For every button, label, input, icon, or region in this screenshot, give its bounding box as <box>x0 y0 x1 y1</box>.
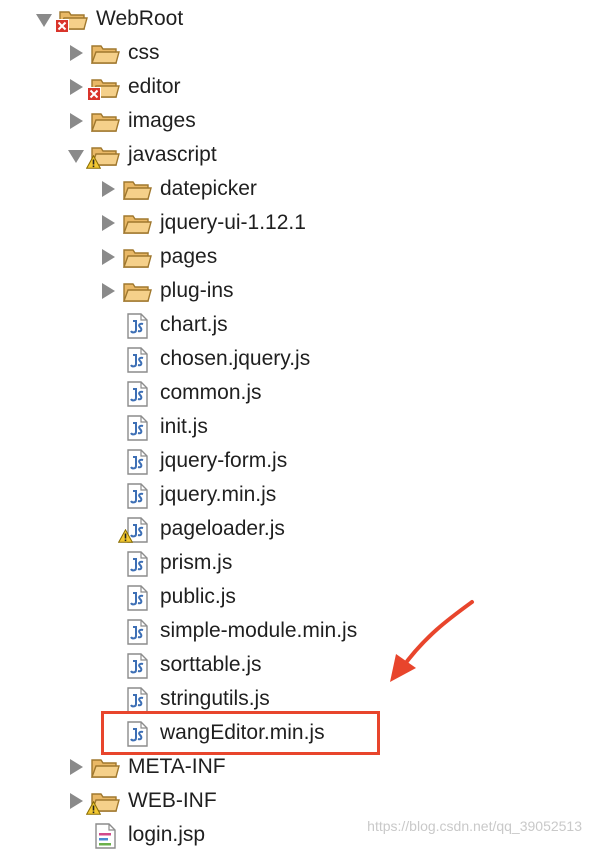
highlight-box <box>101 711 380 755</box>
folder-icon <box>90 109 120 135</box>
tree-item-chosen-jquery-js[interactable]: chosen.jquery.js <box>0 342 592 376</box>
tree-item-label: jquery-ui-1.12.1 <box>160 211 306 234</box>
folder-icon <box>122 211 152 237</box>
collapsed-arrow-icon[interactable] <box>70 759 83 775</box>
tree-item-sorttable-js[interactable]: sorttable.js <box>0 648 592 682</box>
tree-item-label: datepicker <box>160 177 257 200</box>
folder-icon <box>90 755 120 781</box>
tree-item-label: css <box>128 41 160 64</box>
folder-icon <box>86 789 120 815</box>
tree-item-prism-js[interactable]: prism.js <box>0 546 592 580</box>
tree-item-label: chosen.jquery.js <box>160 347 311 370</box>
tree-item-webroot[interactable]: WebRoot <box>0 2 592 36</box>
tree-item-pages[interactable]: pages <box>0 240 592 274</box>
tree-item-chart-js[interactable]: chart.js <box>0 308 592 342</box>
folder-icon <box>122 245 152 271</box>
js-file-icon <box>118 517 152 543</box>
jsp-file-icon <box>90 823 120 849</box>
tree-item-label: WebRoot <box>96 7 184 30</box>
tree-item-editor[interactable]: editor <box>0 70 592 104</box>
collapsed-arrow-icon[interactable] <box>70 793 83 809</box>
js-file-icon <box>122 653 152 679</box>
tree-item-meta-inf[interactable]: META-INF <box>0 750 592 784</box>
tree-item-label: sorttable.js <box>160 653 262 676</box>
tree-item-images[interactable]: images <box>0 104 592 138</box>
js-file-icon <box>122 619 152 645</box>
js-file-icon <box>122 585 152 611</box>
folder-icon <box>122 177 152 203</box>
tree-item-label: editor <box>128 75 181 98</box>
watermark-text: https://blog.csdn.net/qq_39052513 <box>367 818 582 834</box>
expanded-arrow-icon[interactable] <box>36 14 52 27</box>
tree-item-javascript[interactable]: javascript <box>0 138 592 172</box>
tree-item-init-js[interactable]: init.js <box>0 410 592 444</box>
tree-item-label: init.js <box>160 415 208 438</box>
tree-item-label: chart.js <box>160 313 228 336</box>
annotation-arrow-icon <box>390 600 474 682</box>
tree-item-label: common.js <box>160 381 262 404</box>
collapsed-arrow-icon[interactable] <box>102 283 115 299</box>
js-file-icon <box>122 687 152 713</box>
tree-item-label: simple-module.min.js <box>160 619 358 642</box>
js-file-icon <box>122 721 152 747</box>
tree-item-label: images <box>128 109 196 132</box>
tree-item-label: wangEditor.min.js <box>160 721 325 744</box>
collapsed-arrow-icon[interactable] <box>102 249 115 265</box>
js-file-icon <box>122 415 152 441</box>
tree-item-wangeditor-min-js[interactable]: wangEditor.min.js <box>0 716 592 750</box>
tree-item-label: WEB-INF <box>128 789 217 812</box>
tree-item-label: plug-ins <box>160 279 234 302</box>
tree-item-label: pageloader.js <box>160 517 285 540</box>
tree-item-label: prism.js <box>160 551 233 574</box>
tree-item-plug-ins[interactable]: plug-ins <box>0 274 592 308</box>
tree-item-label: pages <box>160 245 218 268</box>
project-folder-icon <box>55 7 88 33</box>
tree-item-pageloader-js[interactable]: pageloader.js <box>0 512 592 546</box>
tree-item-label: stringutils.js <box>160 687 270 710</box>
tree-item-css[interactable]: css <box>0 36 592 70</box>
collapsed-arrow-icon[interactable] <box>102 215 115 231</box>
js-file-icon <box>122 313 152 339</box>
tree-item-label: login.jsp <box>128 823 206 846</box>
js-file-icon <box>122 551 152 577</box>
tree-item-simple-module-min-js[interactable]: simple-module.min.js <box>0 614 592 648</box>
tree-item-web-inf[interactable]: WEB-INF <box>0 784 592 818</box>
tree-item-common-js[interactable]: common.js <box>0 376 592 410</box>
tree-item-jquery-min-js[interactable]: jquery.min.js <box>0 478 592 512</box>
collapsed-arrow-icon[interactable] <box>70 113 83 129</box>
tree-item-jquery-ui-1-12-1[interactable]: jquery-ui-1.12.1 <box>0 206 592 240</box>
js-file-icon <box>122 381 152 407</box>
folder-icon <box>122 279 152 305</box>
tree-item-label: jquery-form.js <box>160 449 288 472</box>
tree-item-label: jquery.min.js <box>160 483 277 506</box>
tree-item-jquery-form-js[interactable]: jquery-form.js <box>0 444 592 478</box>
tree-item-label: public.js <box>160 585 236 608</box>
tree-item-label: META-INF <box>128 755 226 778</box>
js-file-icon <box>122 347 152 373</box>
collapsed-arrow-icon[interactable] <box>102 181 115 197</box>
tree-item-stringutils-js[interactable]: stringutils.js <box>0 682 592 716</box>
tree-item-public-js[interactable]: public.js <box>0 580 592 614</box>
folder-icon <box>90 41 120 67</box>
collapsed-arrow-icon[interactable] <box>70 79 83 95</box>
tree-item-datepicker[interactable]: datepicker <box>0 172 592 206</box>
folder-icon <box>86 143 120 169</box>
js-file-icon <box>122 449 152 475</box>
tree-item-label: javascript <box>128 143 217 166</box>
js-file-icon <box>122 483 152 509</box>
folder-icon <box>87 75 120 101</box>
expanded-arrow-icon[interactable] <box>68 150 84 163</box>
collapsed-arrow-icon[interactable] <box>70 45 83 61</box>
